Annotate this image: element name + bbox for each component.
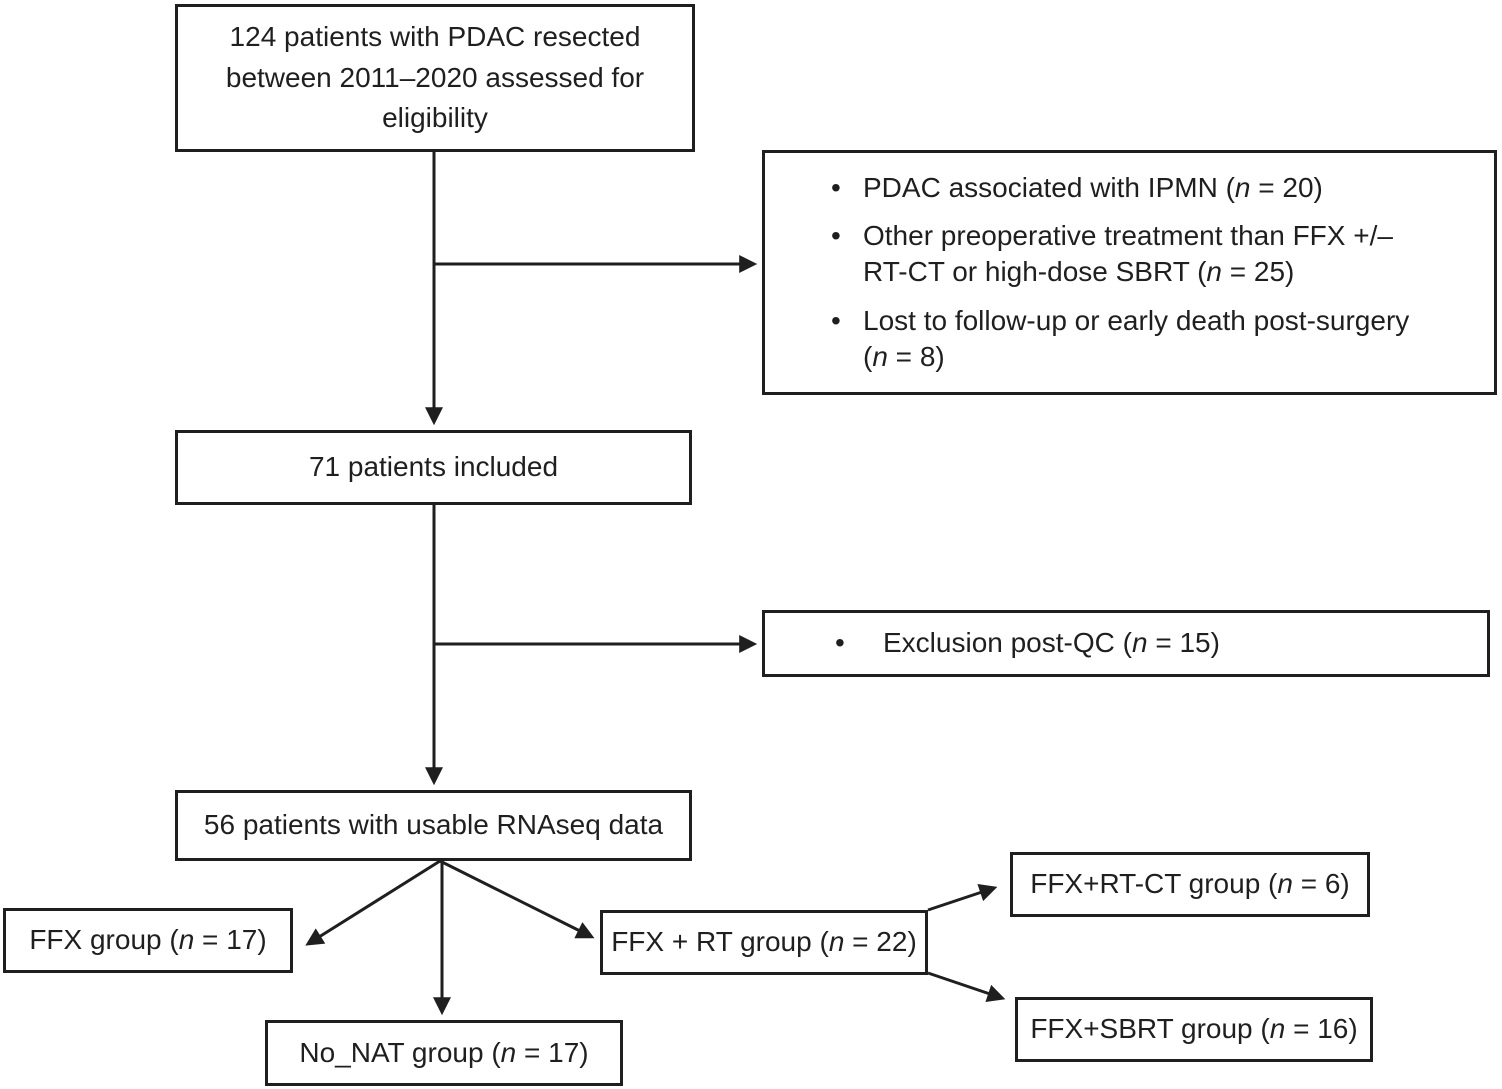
label-post: = 20) <box>1250 171 1323 203</box>
label-n: n <box>1131 627 1148 659</box>
node-no-nat-group: No_NAT group (n = 17) <box>265 1020 623 1086</box>
label-post: = 8) <box>887 341 945 373</box>
node-label: FFX+SBRT group (n = 16) <box>1030 1009 1357 1050</box>
exclusion-item-post-qc: • Exclusion post-QC (n = 15) <box>835 625 1469 661</box>
node-exclusion-post-qc: • Exclusion post-QC (n = 15) <box>762 610 1490 677</box>
bullet-icon: • <box>831 304 841 336</box>
node-included: 71 patients included <box>175 430 692 505</box>
label-n: n <box>872 341 888 373</box>
label-post: = 17) <box>516 1036 589 1068</box>
bullet-icon: • <box>831 171 841 203</box>
node-ffx-group: FFX group (n = 17) <box>3 908 293 973</box>
label-post: = 25) <box>1221 256 1295 288</box>
node-ffx-rtct-group: FFX+RT-CT group (n = 6) <box>1010 852 1370 917</box>
label-n: n <box>1206 256 1222 288</box>
label-pre: No_NAT group ( <box>299 1036 501 1068</box>
label-pre: FFX+SBRT group ( <box>1030 1013 1270 1045</box>
label-n: n <box>1234 171 1251 203</box>
label-pre: FFX + RT group ( <box>611 926 829 958</box>
exclusion-item-other-treatment: • Other preoperative treatment than FFX … <box>831 218 1476 291</box>
exclusion-text: Exclusion post-QC (n = 15) <box>883 625 1220 661</box>
label-n: n <box>500 1036 517 1068</box>
label-pre: Lost to follow-up or early death post-su… <box>863 304 1410 373</box>
arrow-usable-to-ffx-rt-group <box>439 859 595 939</box>
arrow-usable-to-ffx-group <box>305 859 441 946</box>
label-post: = 6) <box>1292 868 1350 900</box>
label-pre: Other preoperative treatment than FFX +/… <box>863 219 1393 288</box>
arrow-ffx-rt-to-rtct-group <box>927 884 998 912</box>
node-label: FFX + RT group (n = 22) <box>611 922 917 963</box>
exclusion-text: Lost to follow-up or early death post-su… <box>863 303 1409 376</box>
label-n: n <box>1277 868 1293 900</box>
exclusion-text: PDAC associated with IPMN (n = 20) <box>863 170 1323 206</box>
node-assessed-for-eligibility: 124 patients with PDAC resected between … <box>175 4 695 152</box>
label-post: = 16) <box>1285 1013 1358 1045</box>
label-post: = 22) <box>844 926 917 958</box>
label-post: = 15) <box>1147 627 1220 659</box>
exclusion-item-ipmn: • PDAC associated with IPMN (n = 20) <box>831 170 1476 206</box>
node-ffx-rt-group: FFX + RT group (n = 22) <box>600 910 928 975</box>
label-n: n <box>828 926 845 958</box>
node-label: FFX group (n = 17) <box>29 920 266 961</box>
node-label: 71 patients included <box>308 451 559 483</box>
node-label: 56 patients with usable RNAseq data <box>203 809 664 841</box>
node-label: FFX+RT-CT group (n = 6) <box>1030 864 1350 905</box>
node-exclusions-pre-inclusion: • PDAC associated with IPMN (n = 20) • O… <box>762 150 1497 395</box>
node-label: No_NAT group (n = 17) <box>299 1033 588 1074</box>
bullet-icon: • <box>835 627 845 659</box>
exclusion-text: Other preoperative treatment than FFX +/… <box>863 218 1393 291</box>
bullet-icon: • <box>831 219 841 251</box>
label-pre: PDAC associated with IPMN ( <box>863 171 1235 203</box>
label-pre: Exclusion post-QC ( <box>883 627 1132 659</box>
label-pre: FFX+RT-CT group ( <box>1030 868 1278 900</box>
label-pre: FFX group ( <box>29 924 179 956</box>
node-usable-rnaseq: 56 patients with usable RNAseq data <box>175 790 692 861</box>
label-n: n <box>178 924 195 956</box>
label-n: n <box>1269 1013 1286 1045</box>
node-label: 124 patients with PDAC resected between … <box>225 21 645 134</box>
label-post: = 17) <box>194 924 267 956</box>
arrow-ffx-rt-to-sbrt-group <box>927 971 1006 1002</box>
node-ffx-sbrt-group: FFX+SBRT group (n = 16) <box>1015 997 1373 1062</box>
exclusion-item-lost-followup: • Lost to follow-up or early death post-… <box>831 303 1476 376</box>
